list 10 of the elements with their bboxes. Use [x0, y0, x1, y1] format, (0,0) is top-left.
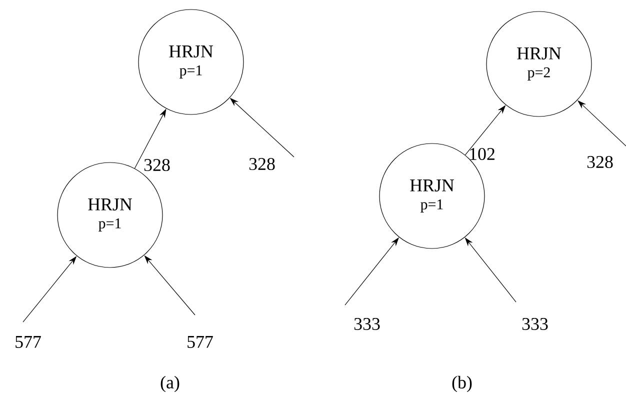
edge-label: 102: [470, 148, 494, 160]
edge-label: 328: [144, 158, 170, 172]
edge-label: 333: [522, 318, 548, 330]
edge-label: 577: [188, 336, 213, 348]
edge-label: 328: [249, 158, 275, 170]
edge-label: 577: [16, 336, 41, 348]
subfigure-caption: (b): [452, 376, 472, 392]
edge-label: 333: [354, 318, 380, 330]
subfigure-caption: (a): [160, 376, 180, 392]
edge-label: 328: [587, 156, 613, 168]
